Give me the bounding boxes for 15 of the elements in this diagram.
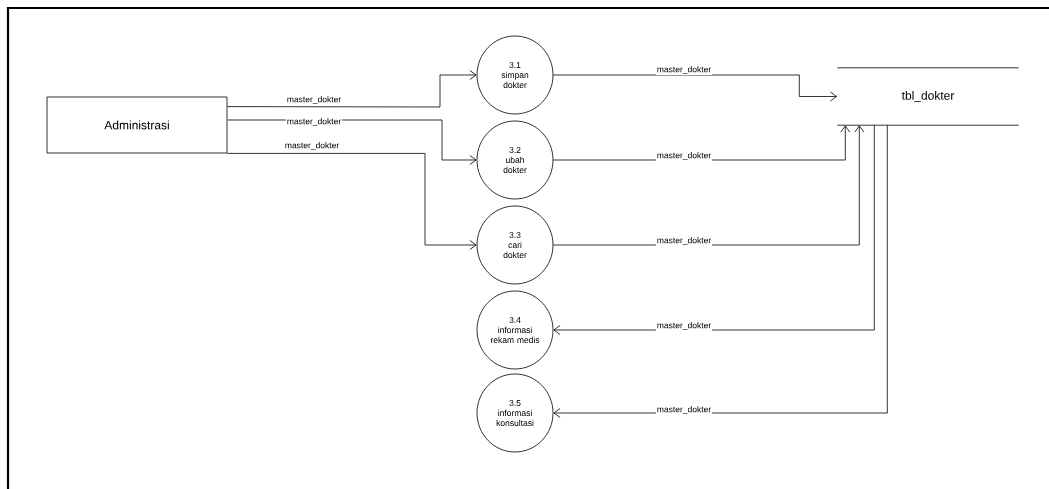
arrow bbox=[553, 124, 888, 418]
data-store: tbl_dokter bbox=[836, 67, 1020, 126]
edge-label: master_dokter bbox=[285, 117, 343, 127]
arrow bbox=[227, 153, 477, 250]
edge-label: master_dokter bbox=[655, 65, 713, 75]
arrow bbox=[552, 74, 837, 102]
edge-label: master_dokter bbox=[655, 151, 713, 161]
arrow bbox=[227, 70, 477, 108]
edge-label: master_dokter bbox=[283, 141, 341, 151]
edge-label: master_dokter bbox=[285, 95, 343, 105]
entity-box: Administrasi bbox=[46, 96, 228, 154]
edge-label: master_dokter bbox=[655, 321, 713, 331]
edge-label: master_dokter bbox=[655, 405, 713, 415]
arrow bbox=[553, 124, 875, 335]
edge-label: master_dokter bbox=[655, 236, 713, 246]
